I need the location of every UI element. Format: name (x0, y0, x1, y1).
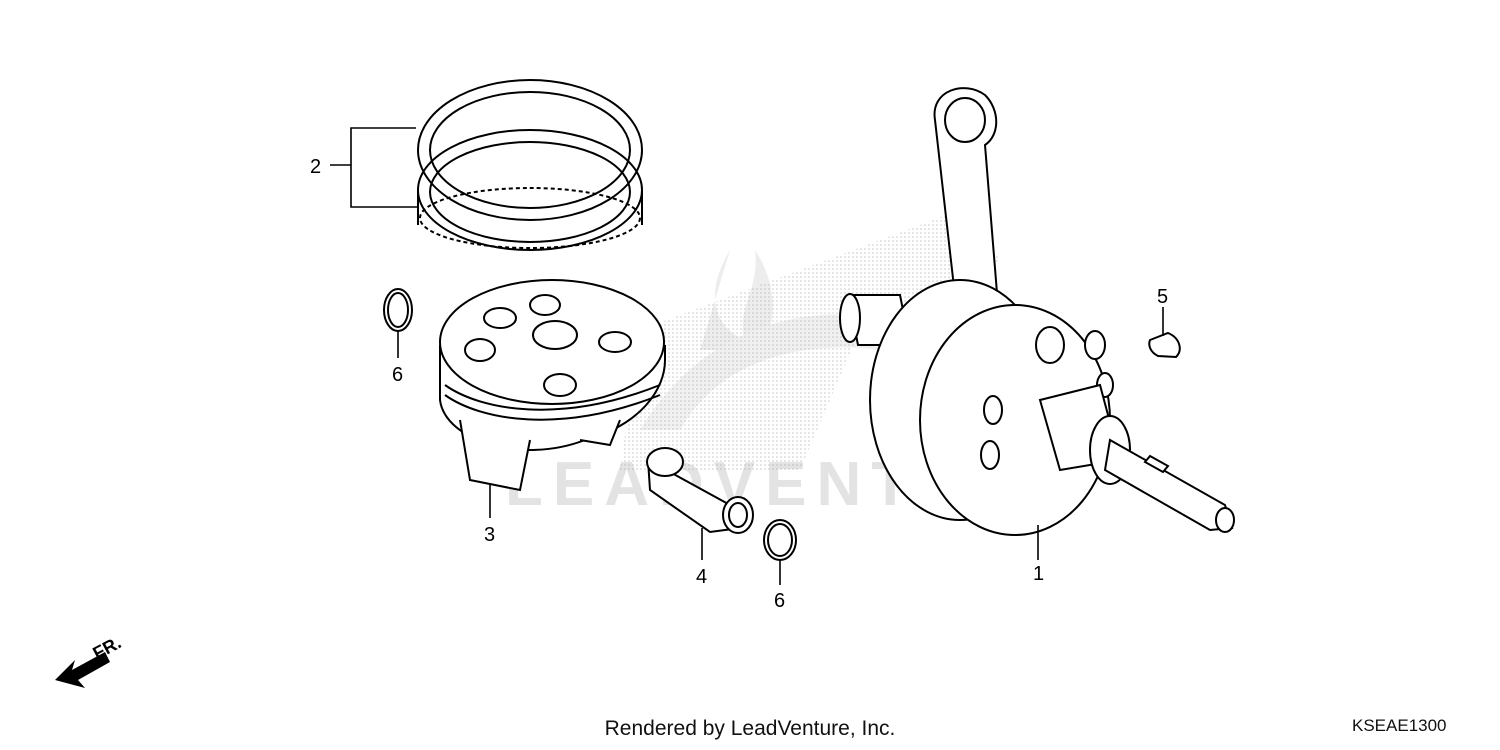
footer-credit: Rendered by LeadVenture, Inc. (604, 717, 896, 740)
callout-6-left: 6 (392, 364, 403, 386)
crankshaft (839, 87, 1235, 536)
front-arrow-icon (55, 652, 110, 688)
leader-lines (330, 127, 1164, 585)
callout-3: 3 (484, 524, 495, 546)
circlip-right (763, 519, 797, 561)
piston-rings (417, 79, 643, 251)
callout-2: 2 (310, 156, 321, 178)
callout-5: 5 (1157, 286, 1168, 308)
circlip-left (383, 288, 413, 332)
diagram-code: KSEAE1300 (1352, 716, 1447, 735)
callout-6-right: 6 (774, 590, 785, 612)
shading-area (620, 210, 1000, 470)
callout-1: 1 (1033, 563, 1044, 585)
woodruff-key (1148, 331, 1181, 359)
piston (439, 279, 666, 492)
piston-pin (646, 447, 754, 534)
callout-4: 4 (696, 566, 707, 588)
